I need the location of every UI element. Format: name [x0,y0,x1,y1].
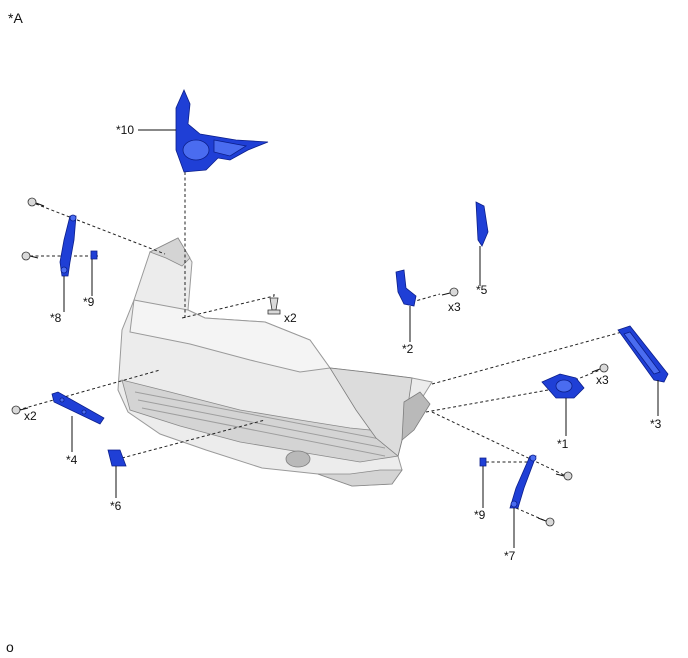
screw-icon [21,251,39,261]
assembly-lines [17,172,623,523]
screw-icon [537,517,555,527]
qty-part-4-screws: x2 [24,409,37,423]
part-1-lamp-bracket [541,373,585,399]
label-part-4: *4 [66,453,78,467]
part-5-side-strip [475,201,489,247]
screw-icon [11,405,29,415]
view-label: *A [8,10,23,26]
clip-icon [267,297,281,315]
part-9-clip-right [479,457,487,467]
qty-part-1-screws: x3 [596,373,609,387]
part-3-side-cover [617,325,669,383]
part-9-clip-left [90,250,98,260]
front-bumper-cover [117,237,433,487]
label-part-5: *5 [476,283,488,297]
screw-group [11,197,609,527]
part-6-small-cover [107,449,127,467]
label-part-1: *1 [557,437,569,451]
label-part-2: *2 [402,342,414,356]
part-2-bracket [395,269,417,307]
label-part-9-right: *9 [474,508,486,522]
qty-top-clips: x2 [284,311,297,325]
screw-icon [441,287,459,297]
label-part-9-left: *9 [83,295,95,309]
part-labels: *10 *5 *8 *9 *2 *3 *1 *4 *6 *9 *7 [50,123,662,563]
part-10-upper-bracket [175,89,269,173]
screw-icon [555,471,573,481]
qty-part-2-screws: x3 [448,300,461,314]
label-part-3: *3 [650,417,662,431]
label-part-10: *10 [116,123,134,137]
leader-lines [63,129,659,548]
label-part-8: *8 [50,311,62,325]
screw-icon [27,197,45,207]
part-4-lower-bracket [51,391,105,425]
part-7-right-bracket [509,454,537,509]
screw-icon [591,363,609,373]
label-part-7: *7 [504,549,516,563]
label-part-6: *6 [110,499,122,513]
illustration-code: o [6,639,14,655]
quantity-labels: x2 x3 x3 x2 [24,300,609,423]
part-8-left-bracket [59,214,77,277]
